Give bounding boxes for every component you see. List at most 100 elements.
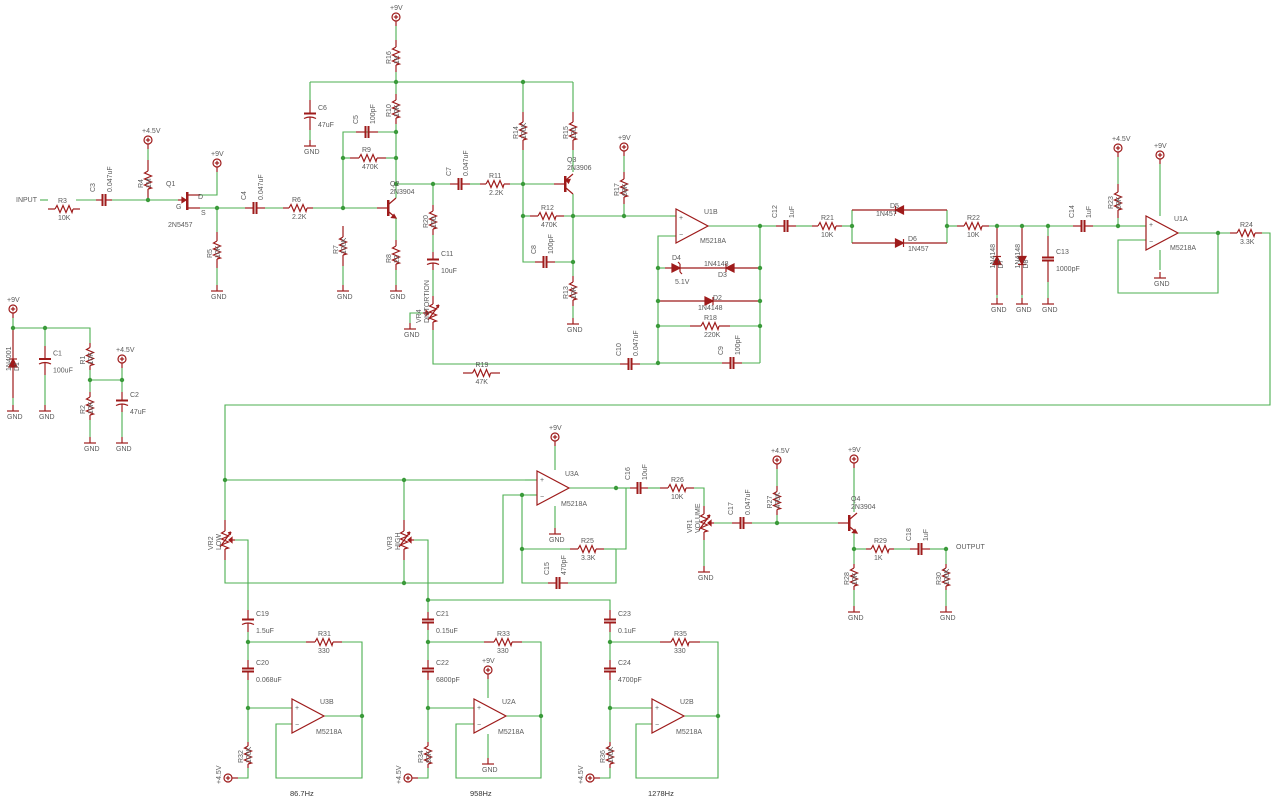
- transistor-q4: [838, 512, 859, 534]
- junction-dot: [519, 492, 525, 498]
- capacitor-c11: [426, 252, 440, 270]
- diode-ref: D1: [14, 362, 21, 371]
- supply-label: +4.5V: [142, 128, 161, 135]
- resistor-value: 22: [394, 255, 401, 263]
- supply-label: +4.5V: [1112, 136, 1131, 143]
- resistor-r28: [848, 564, 860, 590]
- opamp-ref: U1B: [704, 209, 718, 216]
- junction-dot: [245, 639, 251, 645]
- junction-dot: [944, 223, 950, 229]
- capacitor-c19: [241, 610, 255, 632]
- supply-label: +9V: [390, 5, 403, 12]
- supply-label: +9V: [7, 297, 20, 304]
- capacitor-c12: [776, 220, 796, 232]
- diode-value: 1N457: [876, 211, 897, 218]
- resistor-value: 3.3K: [1240, 239, 1255, 246]
- diode-ref: D8: [1023, 259, 1030, 268]
- resistor-ref: R12: [541, 205, 554, 212]
- capacitor-c20: [242, 660, 254, 680]
- pot-value: VOLUME: [695, 503, 702, 533]
- resistor-r11: [480, 178, 510, 190]
- potentiometer-vr4: [423, 296, 440, 330]
- diode-d7: [992, 226, 1002, 295]
- resistor-ref: R19: [476, 362, 489, 369]
- band-frequency-label: 958Hz: [470, 789, 492, 798]
- capacitor-ref: C4: [241, 191, 248, 200]
- resistor-value: 2.2K: [489, 190, 504, 197]
- output-label: OUTPUT: [956, 544, 986, 551]
- junction-dot: [613, 485, 619, 491]
- resistor-value: 2.2K: [292, 214, 307, 221]
- capacitor-c10: [620, 358, 640, 370]
- resistor-r25: [570, 543, 604, 555]
- ground-label: GND: [1042, 307, 1058, 314]
- pot-ref: VR3: [387, 536, 394, 550]
- ground-label: GND: [940, 615, 956, 622]
- wire: [238, 768, 249, 779]
- components: [7, 12, 1262, 783]
- opamp-u3b: [291, 698, 326, 734]
- resistor-value: 82K: [426, 750, 433, 763]
- opamp-value: M5218A: [1170, 245, 1196, 252]
- wire: [224, 232, 1271, 480]
- diode-ref: D7: [998, 259, 1005, 268]
- junction-dot: [520, 181, 526, 187]
- resistor-ref: R18: [704, 315, 717, 322]
- band-frequency-label: 1278Hz: [648, 789, 674, 798]
- pot-value: LOW: [216, 534, 223, 550]
- wires: [12, 26, 1271, 779]
- capacitor-ref: C10: [616, 343, 623, 356]
- junction-dot: [849, 223, 855, 229]
- supply-label: +4.5V: [771, 448, 790, 455]
- resistor-value: 1K: [394, 55, 401, 64]
- resistor-value: 1M: [146, 178, 153, 188]
- resistor-ref: R30: [936, 572, 943, 585]
- wire: [224, 494, 530, 584]
- capacitor-c7: [450, 178, 470, 190]
- diode-value: 1N457: [908, 246, 929, 253]
- resistor-r36: [604, 742, 616, 768]
- ground-label: GND: [482, 767, 498, 774]
- capacitor-value: 0.047uF: [258, 174, 265, 200]
- capacitor-c22: [422, 660, 434, 680]
- diode-ref: D3: [718, 272, 727, 279]
- capacitor-value: 1uF: [789, 206, 796, 218]
- resistor-r29: [866, 543, 894, 555]
- diode-d3: [700, 263, 760, 273]
- resistor-r27: [771, 486, 783, 515]
- resistor-r30: [940, 564, 952, 590]
- resistor-value: 100K: [608, 746, 615, 763]
- wire: [600, 768, 611, 779]
- wire: [635, 716, 719, 779]
- diode-d4: [665, 261, 700, 275]
- resistor-value: 330: [674, 648, 686, 655]
- diode-d1: [8, 328, 18, 398]
- capacitor-value: 1uF: [1086, 206, 1093, 218]
- resistor-ref: R7: [333, 245, 340, 254]
- junction-dot: [757, 298, 763, 304]
- junction-dot: [519, 546, 525, 552]
- capacitor-ref: C9: [718, 346, 725, 355]
- resistor-r24: [1230, 227, 1262, 239]
- diode-ref: D4: [672, 255, 681, 262]
- resistor-r26: [660, 482, 694, 494]
- capacitor-c6: [303, 100, 317, 130]
- transistor-value: 2N3904: [851, 504, 876, 511]
- supply-v45: [403, 773, 418, 783]
- resistor-ref: R20: [423, 215, 430, 228]
- ground-symbol: [337, 285, 349, 292]
- ground-label: GND: [567, 327, 583, 334]
- wire: [568, 549, 617, 584]
- resistor-ref: R29: [874, 538, 887, 545]
- ground-label: GND: [84, 446, 100, 453]
- transistor-ref: Q3: [567, 157, 576, 164]
- ground-symbol: [940, 606, 952, 613]
- resistor-value: 10K: [571, 286, 578, 299]
- junction-dot: [425, 597, 431, 603]
- ground-symbol: [698, 566, 710, 573]
- opamp-ref: U2B: [680, 699, 694, 706]
- ground-symbol: [482, 758, 494, 765]
- capacitor-c4: [245, 202, 265, 214]
- ground-symbol: [991, 298, 1003, 305]
- ground-label: GND: [39, 414, 55, 421]
